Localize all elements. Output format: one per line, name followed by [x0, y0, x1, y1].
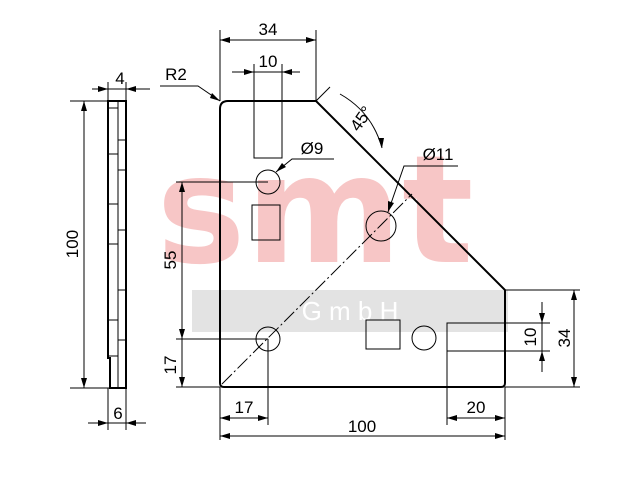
dim-100: 100: [348, 417, 376, 436]
dim-20: 20: [467, 398, 486, 417]
side-view: 4 100 6: [63, 69, 150, 430]
side-pocket-middle: [107, 203, 119, 245]
side-pocket-bottom: [107, 319, 119, 357]
dim-right-34: 34: [555, 329, 574, 348]
left-square-cutout: [251, 204, 281, 241]
hole-small-label: Ø9: [301, 139, 324, 158]
side-pocket-top: [107, 107, 119, 155]
dim-55: 55: [161, 251, 180, 270]
right-slot: [446, 322, 506, 352]
plate-outline: [219, 100, 506, 388]
hole-9-right: [411, 325, 437, 351]
hole-large-label: Ø11: [423, 145, 454, 164]
dim-right-10: 10: [521, 328, 540, 347]
dim-top-width: 34: [259, 20, 278, 39]
diagonal-center-line: [221, 193, 413, 385]
watermark-brand: smt: [156, 124, 473, 298]
top-slot: [253, 100, 283, 159]
side-dim-top: 4: [115, 69, 124, 88]
bottom-square-cutout: [365, 319, 401, 350]
dim-slot-width: 10: [259, 52, 278, 71]
radius-label: R2: [165, 65, 187, 84]
dim-17-left: 17: [161, 356, 180, 375]
side-dim-height: 100: [63, 230, 82, 258]
front-view: 34 10 R2 45° Ø9 Ø11 55: [160, 20, 580, 440]
watermark: smt G m b H: [156, 124, 508, 332]
side-dim-bottom: 6: [113, 404, 122, 423]
watermark-subtitle: G m b H: [302, 296, 399, 326]
dim-17-bottom: 17: [235, 398, 254, 417]
watermark-band: [192, 290, 508, 332]
hole-11: [365, 210, 397, 242]
